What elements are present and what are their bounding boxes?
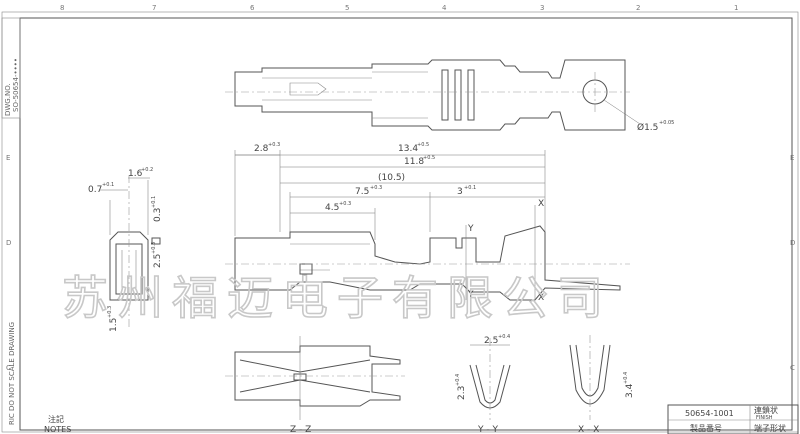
dim-11-8-tol: +0.5 — [423, 155, 435, 161]
dwg-no-box — [1, 17, 21, 119]
dim-hole-dia-tol: +0.05 — [659, 120, 674, 126]
dim-hole-dia: Ø1.5 — [637, 122, 658, 133]
outer-frame — [1, 11, 799, 433]
dim-11-8: 11.8 — [404, 157, 424, 167]
dim-3-4-tol: +0.4 — [623, 372, 629, 384]
dim-2-3-tol: +0.4 — [455, 374, 461, 386]
part-number: 50654-1001 — [685, 409, 734, 418]
zone-4: 4 — [442, 4, 447, 12]
end-view: 1.6 +0.2 0.7 +0.1 0.3 +0.1 2.5 +0.3 1.5 … — [88, 167, 163, 332]
zone-8: 8 — [60, 4, 64, 12]
dim-13-4: 13.4 — [398, 144, 418, 154]
do-not-scale-note: RIC DO NOT SCALE DRAWING — [8, 322, 16, 425]
dim-3-4: 3.4 — [625, 383, 635, 398]
dim-1-6: 1.6 — [128, 169, 143, 179]
dim-2-5b: 2.5 — [484, 336, 498, 346]
row-e-right: E — [790, 154, 794, 162]
dim-2-5-tol: +0.3 — [151, 242, 157, 254]
length-dimensions: 2.8 +0.3 13.4 +0.5 11.8 +0.5 (10.5) 7.5 … — [234, 142, 546, 240]
part-name: 端子形状 — [754, 423, 786, 433]
row-d-right: D — [790, 239, 795, 247]
section-x-x-label: X - X — [578, 425, 599, 434]
section-y-y-view: 2.5 +0.4 2.3 +0.4 Y - Y — [455, 334, 511, 434]
section-x-x-view: 3.4 +0.4 X - X — [569, 335, 635, 434]
dim-1-6-tol: +0.2 — [141, 167, 153, 173]
finish-sub-label: FINISH — [756, 415, 773, 421]
dim-2-5b-tol: +0.4 — [498, 334, 510, 340]
finish-label: 連鎖状 — [754, 405, 778, 415]
section-z-z-label: Z - Z — [290, 425, 311, 434]
dim-2-8: 2.8 — [254, 144, 269, 154]
row-c-right: C — [790, 364, 795, 372]
dim-7-5-tol: +0.3 — [370, 185, 382, 191]
title-block: 50654-1001 製品番号 連鎖状 FINISH 端子形状 — [667, 404, 799, 434]
dim-2-8-tol: +0.3 — [268, 142, 280, 148]
dim-0-7: 0.7 — [88, 185, 102, 195]
zone-6: 6 — [250, 4, 255, 12]
dim-10-5: (10.5) — [378, 173, 405, 183]
section-x-top: X — [538, 199, 544, 209]
zone-5: 5 — [345, 4, 349, 12]
dim-0-3-tol: +0.1 — [151, 196, 157, 208]
zone-3: 3 — [540, 4, 544, 12]
dim-3: 3 — [457, 187, 463, 197]
dim-1-5-tol: +0.3 — [107, 306, 113, 318]
dim-1-5: 1.5 — [109, 318, 119, 332]
section-y-y-label: Y - Y — [477, 425, 498, 434]
dim-0-3: 0.3 — [153, 208, 163, 222]
dim-3-tol: +0.1 — [464, 185, 476, 191]
dim-13-4-tol: +0.5 — [417, 142, 429, 148]
company-watermark: 苏州福迈电子有限公司 — [62, 271, 612, 325]
row-e: E — [6, 154, 10, 162]
product-no-label: 製品番号 — [690, 423, 722, 433]
row-letters: E D C E D C — [6, 154, 795, 372]
top-view: Ø1.5 +0.05 — [225, 59, 674, 133]
section-y-bottom: Y — [467, 290, 474, 300]
dwg-no-label: DWG.NO. — [4, 83, 12, 116]
section-x-bottom: X — [538, 293, 544, 303]
dim-4-5: 4.5 — [325, 203, 339, 213]
dim-0-7-tol: +0.1 — [102, 182, 114, 188]
zone-2: 2 — [636, 4, 640, 12]
dim-2-3: 2.3 — [457, 386, 467, 400]
inner-frame — [19, 17, 793, 431]
row-c: C — [6, 364, 11, 372]
dim-2-5: 2.5 — [153, 254, 163, 268]
row-d: D — [6, 239, 11, 247]
section-y-top: Y — [467, 224, 474, 234]
dwg-no-value: SO-50654-•••• — [12, 58, 20, 112]
zone-7: 7 — [152, 4, 156, 12]
zone-numbers: 8 7 6 5 4 3 2 1 — [60, 4, 738, 12]
notes-cn: 注記 — [48, 414, 64, 424]
zone-1: 1 — [734, 4, 738, 12]
dim-7-5: 7.5 — [355, 187, 369, 197]
side-view: X X Y Y — [225, 199, 630, 303]
dim-4-5-tol: +0.3 — [339, 201, 351, 207]
section-z-z-view: Z - Z — [225, 336, 405, 434]
notes-en: NOTES — [44, 425, 71, 434]
